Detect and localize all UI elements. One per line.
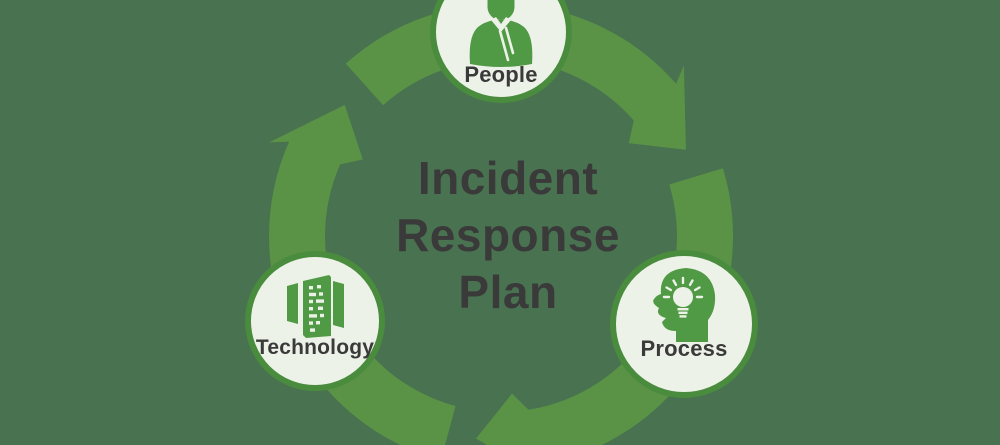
diagram-title-line3: Plan — [458, 266, 558, 318]
person-icon — [469, 0, 533, 67]
diagram-title-line1: Incident — [417, 152, 599, 204]
head-lightbulb-icon — [653, 268, 716, 342]
lightbulb-rays — [662, 276, 704, 299]
server-windows — [309, 285, 324, 332]
node-label-process: Process — [640, 336, 728, 361]
diagram-title: Incident Response Plan — [258, 150, 758, 321]
node-label-people: People — [464, 62, 538, 87]
diagram-title-line2: Response — [396, 209, 620, 261]
node-label-technology: Technology — [255, 336, 375, 359]
server-buildings-icon — [287, 275, 344, 338]
